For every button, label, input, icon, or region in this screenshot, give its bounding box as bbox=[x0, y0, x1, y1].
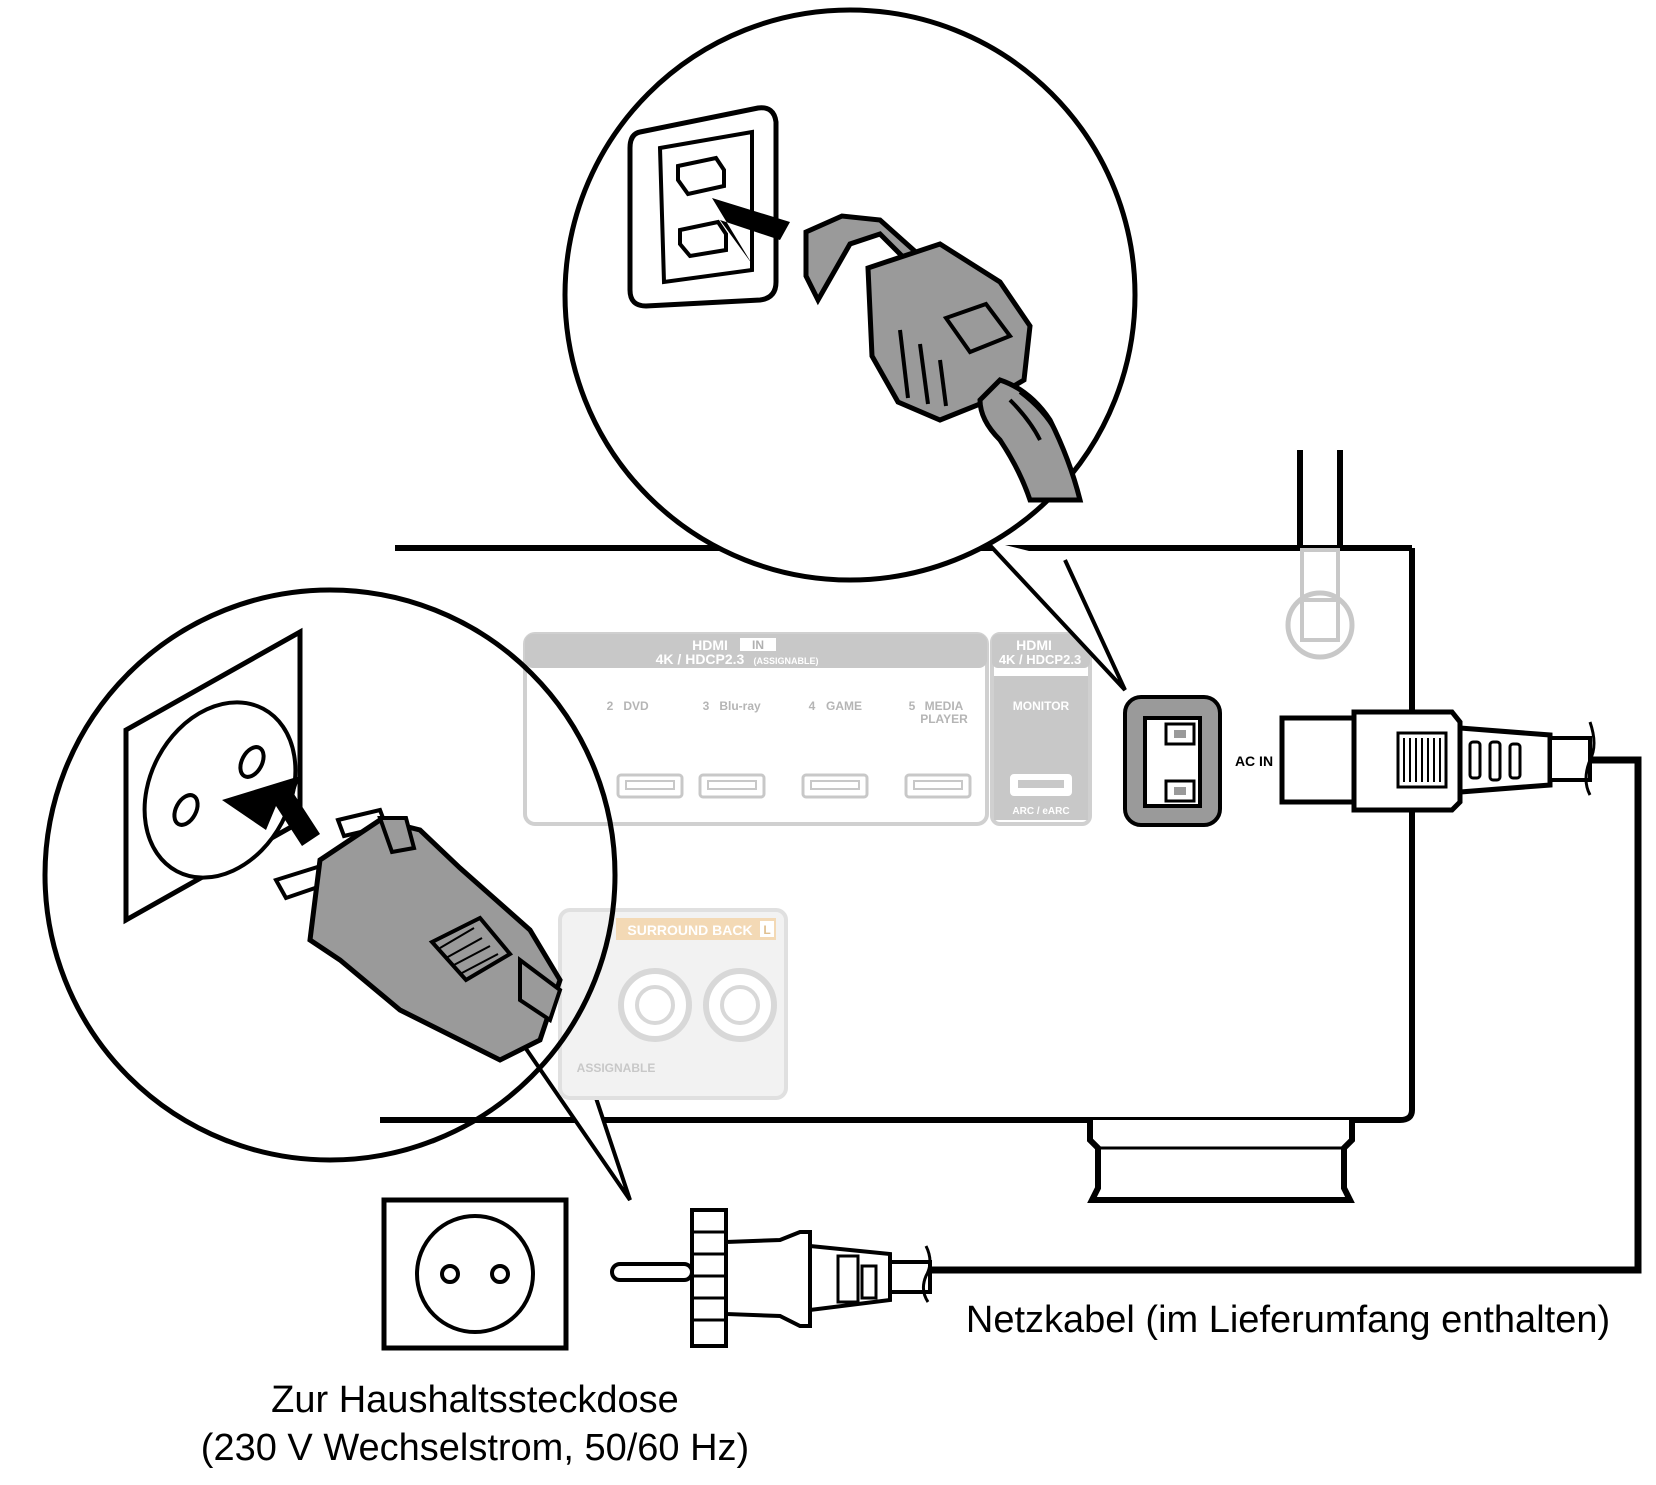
hdmi-in-title: HDMI bbox=[692, 637, 728, 653]
hdmi-input-label: DVD bbox=[623, 699, 649, 713]
speaker-assignable-label: ASSIGNABLE bbox=[577, 1061, 656, 1075]
magnifier-ac-in bbox=[562, 7, 1138, 692]
hdmi-input-2: 2 DVD bbox=[607, 699, 684, 799]
schuko-plug-side bbox=[610, 1208, 932, 1348]
hdmi-input-3: 3 Blu-ray bbox=[698, 699, 766, 799]
hdmi-arc-label: ARC / eARC bbox=[1012, 806, 1069, 817]
outlet-caption-line1: Zur Haushaltssteckdose bbox=[271, 1379, 679, 1421]
speaker-terminal-panel: SURROUND BACK L ASSIGNABLE bbox=[558, 908, 788, 1100]
wall-outlet-front bbox=[381, 1197, 569, 1351]
ac-in-socket bbox=[1123, 695, 1222, 827]
hdmi-out-title: HDMI bbox=[1016, 637, 1052, 653]
outlet-caption-line2: (230 V Wechselstrom, 50/60 Hz) bbox=[201, 1427, 749, 1469]
hdmi-input-4: 4 GAME bbox=[801, 699, 869, 799]
iec-plug-side bbox=[1279, 709, 1596, 813]
magnifier-wall-outlet: SURROUND BACK L ASSIGNABLE bbox=[42, 587, 788, 1202]
hdmi-input-number: 2 bbox=[607, 699, 614, 713]
power-cord-caption: Netzkabel (im Lieferumfang enthalten) bbox=[966, 1299, 1610, 1341]
speaker-title: SURROUND BACK bbox=[627, 922, 752, 938]
hdmi-input-label: GAME bbox=[826, 699, 862, 713]
hdmi-input-number: 4 bbox=[809, 699, 816, 713]
hdmi-input-label: Blu-ray bbox=[719, 699, 761, 713]
hdmi-out-panel: HDMI 4K / HDCP2.3 MONITOR ARC / eARC bbox=[990, 632, 1092, 826]
hdmi-input-label: MEDIA bbox=[925, 699, 964, 713]
hdmi-in-badge: IN bbox=[752, 638, 764, 652]
power-cable bbox=[930, 756, 1642, 1274]
speaker-channel-badge: L bbox=[763, 923, 770, 937]
hdmi-monitor-label: MONITOR bbox=[1013, 699, 1070, 713]
hdmi-input-number: 5 bbox=[909, 699, 916, 713]
ac-in-label: AC IN bbox=[1235, 753, 1273, 769]
hdmi-input-5: 5 MEDIA PLAYER bbox=[904, 699, 972, 799]
hdmi-input-number: 3 bbox=[703, 699, 710, 713]
antenna bbox=[1285, 450, 1355, 660]
receiver-foot bbox=[1087, 1120, 1355, 1203]
hdmi-in-spec: 4K / HDCP2.3 bbox=[656, 651, 745, 667]
hdmi-input-label-line2: PLAYER bbox=[920, 712, 968, 726]
hdmi-in-spec-note: (ASSIGNABLE) bbox=[754, 656, 819, 666]
hdmi-out-spec: 4K / HDCP2.3 bbox=[999, 652, 1081, 667]
hdmi-in-panel: HDMI IN 4K / HDCP2.3 (ASSIGNABLE) 2 DVD … bbox=[523, 632, 989, 826]
